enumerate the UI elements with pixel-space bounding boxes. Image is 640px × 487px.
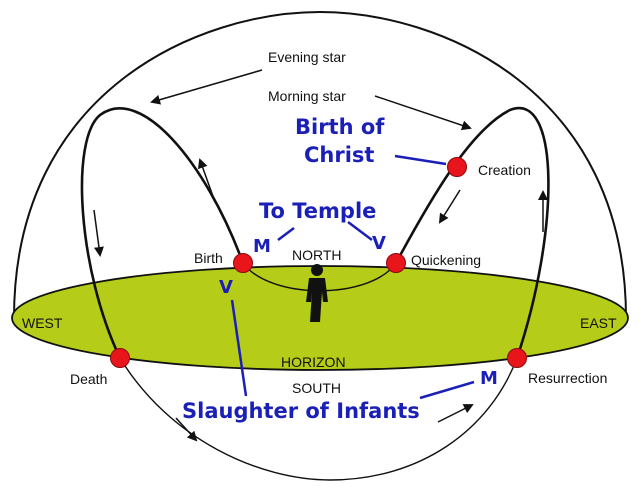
connector-birth-of-christ: [394, 154, 447, 166]
left-loop-path: [80, 107, 245, 359]
label-quickening: Quickening: [411, 252, 481, 268]
arrow-left-loop-up: [197, 158, 216, 203]
label-resurrection: Resurrection: [528, 370, 607, 386]
right-loop-path: [394, 106, 550, 359]
annotation-m-right: M: [480, 368, 498, 389]
point-resurrection: [507, 348, 527, 368]
connector-temple-right: [347, 221, 373, 241]
point-birth: [233, 253, 253, 273]
arrow-lower-right: [437, 404, 474, 423]
celestial-dome-arc: [13, 10, 627, 319]
point-death: [110, 348, 130, 368]
label-north: NORTH: [292, 247, 342, 263]
arrow-evening-star: [150, 69, 263, 105]
lower-sphere-arc: [119, 357, 518, 481]
arrow-morning-star: [374, 95, 472, 131]
point-creation: [447, 157, 467, 177]
annotation-m-left: M: [253, 236, 271, 257]
arrow-left-loop-down: [93, 209, 104, 257]
label-evening-star: Evening star: [268, 49, 346, 65]
label-morning-star: Morning star: [268, 88, 346, 104]
arrow-right-loop-down: [438, 189, 461, 224]
observer-figure: [306, 264, 328, 322]
annotation-slaughter-of-infants: Slaughter of Infants: [182, 399, 420, 423]
annotation-v-right: V: [372, 233, 386, 254]
label-south: SOUTH: [292, 380, 341, 396]
connector-temple-left: [277, 227, 295, 241]
label-birth: Birth: [194, 250, 223, 266]
label-west: WEST: [22, 315, 63, 331]
arrow-lower-left: [175, 417, 198, 442]
annotation-v-left: V: [219, 277, 233, 298]
label-horizon: HORIZON: [281, 354, 346, 370]
label-east: EAST: [580, 315, 617, 331]
connector-slaughter-left: [230, 299, 248, 397]
annotation-to-temple: To Temple: [259, 199, 376, 223]
annotation-birth-of-christ-line2: Christ: [304, 143, 374, 167]
connector-slaughter-right: [419, 380, 475, 400]
point-quickening: [386, 253, 406, 273]
label-creation: Creation: [478, 162, 531, 178]
label-death: Death: [70, 371, 107, 387]
annotation-birth-of-christ-line1: Birth of: [295, 115, 385, 139]
